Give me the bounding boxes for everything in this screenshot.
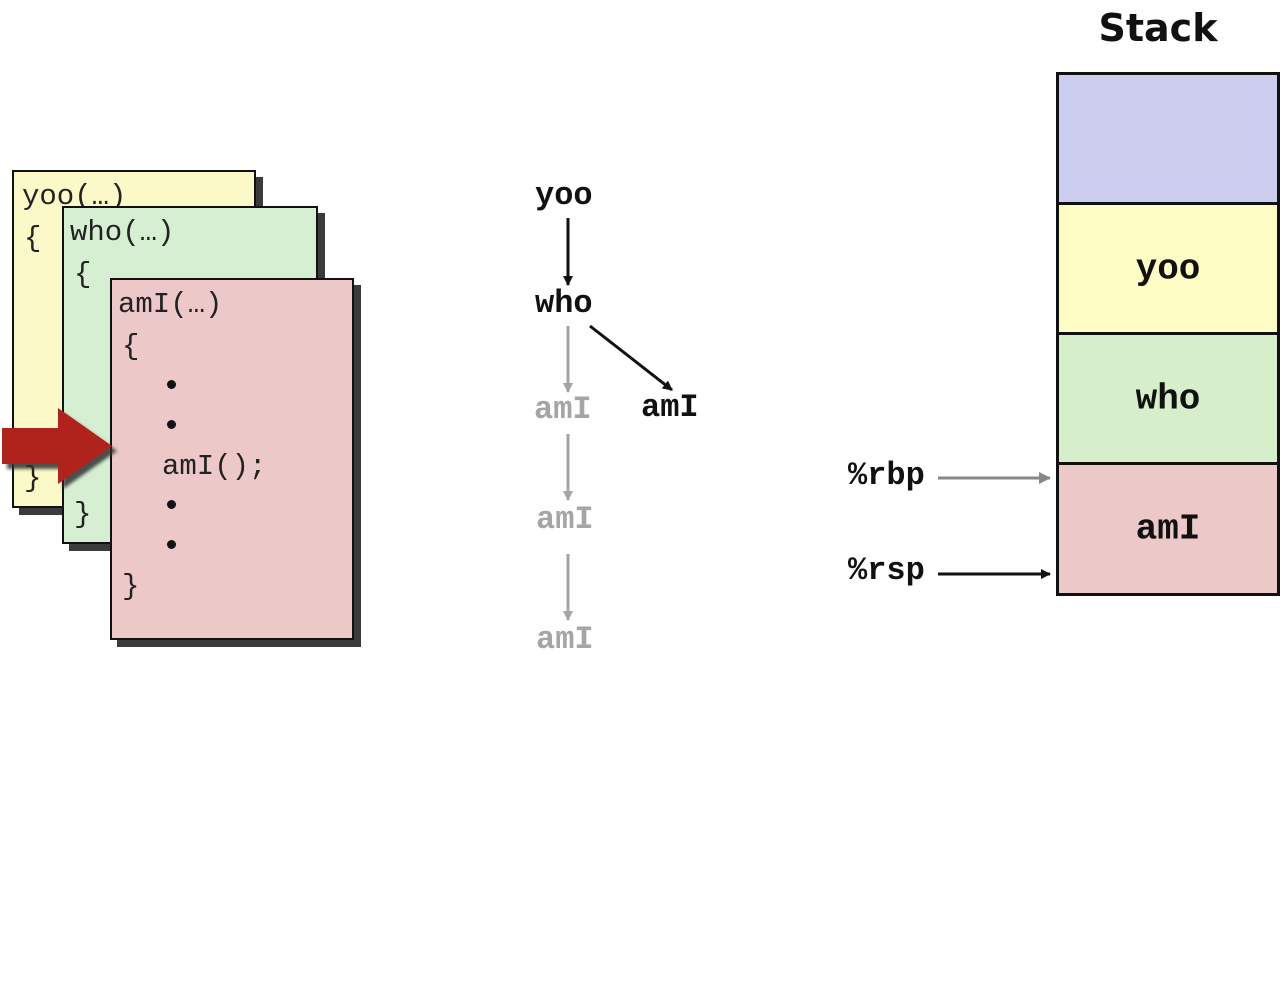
register-rbp: %rbp <box>848 457 925 494</box>
stack-frame-who: who <box>1059 335 1277 465</box>
call-tree-who: who <box>535 285 593 322</box>
call-tree-ami-active: amI <box>641 389 699 426</box>
ami-open-brace: { <box>122 330 140 363</box>
call-tree-ami-third: amI <box>536 621 594 658</box>
who-close-brace: } <box>74 498 92 531</box>
yoo-open-brace: { <box>24 222 42 255</box>
stack-frame-caller <box>1059 75 1277 205</box>
stack-frame-label: who <box>1135 378 1201 419</box>
stack-frame-label: amI <box>1135 508 1201 550</box>
stack: yoo who amI <box>1056 72 1280 596</box>
call-tree-ami-second: amI <box>536 501 594 538</box>
stack-frame-label: yoo <box>1135 248 1201 289</box>
ellipsis-dot <box>167 420 176 429</box>
stack-frame-ami: amI <box>1059 465 1277 593</box>
call-tree-yoo: yoo <box>535 177 593 214</box>
ellipsis-dot <box>167 500 176 509</box>
ami-header: amI(…) <box>118 288 223 321</box>
code-card-ami: amI(…) { amI(); } <box>110 278 354 640</box>
current-position-arrow <box>2 408 112 484</box>
ellipsis-dot <box>167 540 176 549</box>
stack-title: Stack <box>1098 6 1218 50</box>
edge-who-ami-active <box>589 324 673 392</box>
register-rsp: %rsp <box>848 552 925 589</box>
who-header: who(…) <box>70 216 175 249</box>
yoo-close-brace: } <box>24 462 42 495</box>
ami-recursive-call: amI(); <box>162 450 267 483</box>
stack-frame-yoo: yoo <box>1059 205 1277 335</box>
who-open-brace: { <box>74 258 92 291</box>
ami-close-brace: } <box>122 570 140 603</box>
call-tree-ami-first: amI <box>534 391 592 428</box>
ellipsis-dot <box>167 380 176 389</box>
